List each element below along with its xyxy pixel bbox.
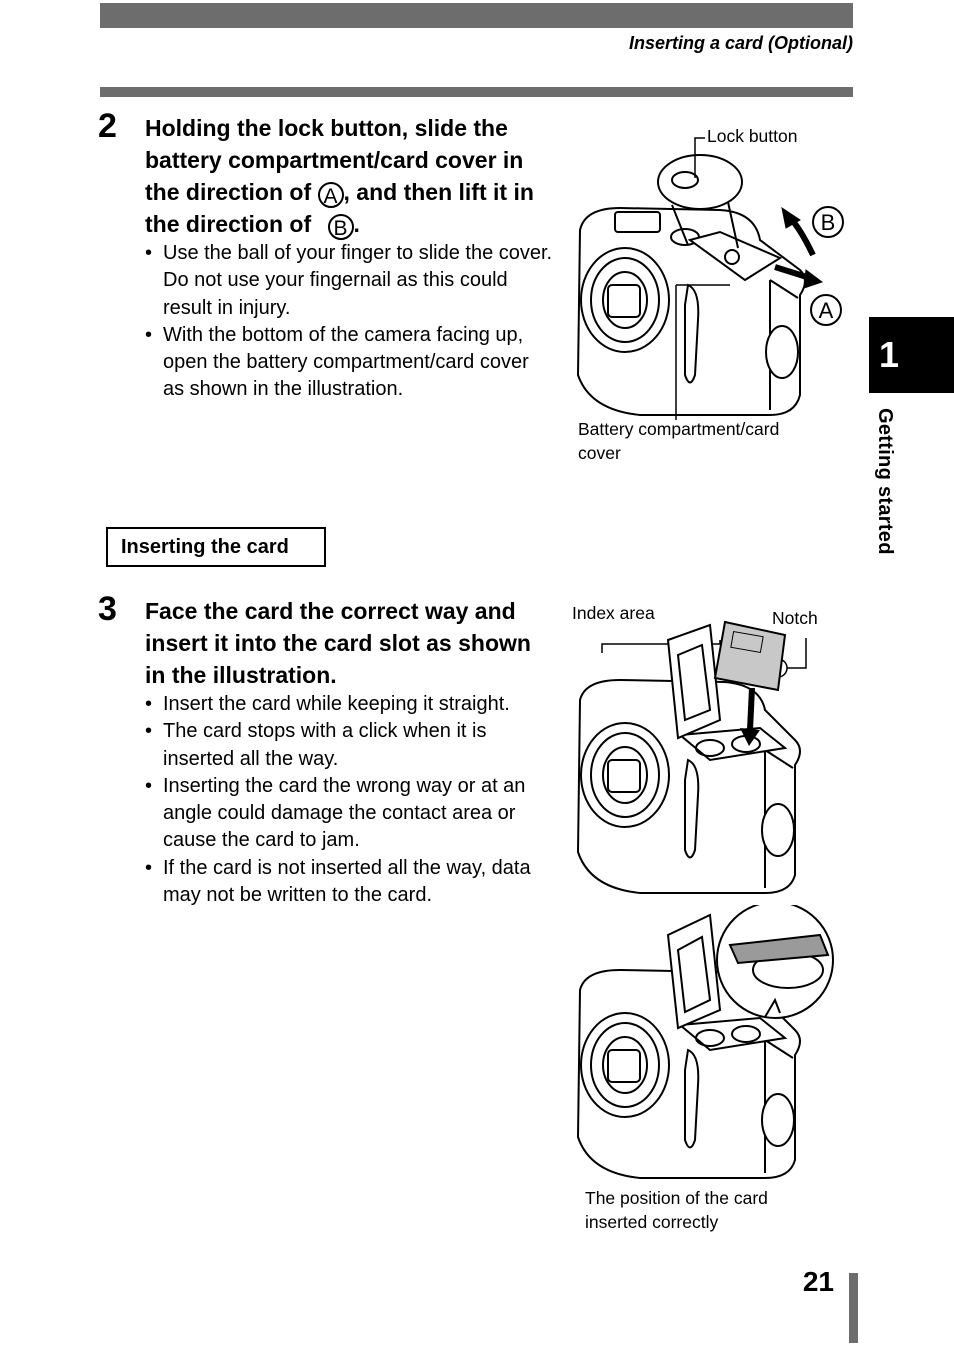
- figure-insert-card: [576, 620, 807, 894]
- list-item: If the card is not inserted all the way,…: [145, 855, 550, 910]
- separator-bar: [100, 87, 853, 97]
- step-2-title-part-1: Holding the lock button, slide the batte…: [145, 115, 524, 205]
- figure-marker-a: A: [819, 298, 834, 323]
- figure-card-inserted: [576, 905, 834, 1179]
- list-item: With the bottom of the camera facing up,…: [145, 322, 555, 404]
- figure-marker-b: B: [821, 210, 836, 235]
- notch-label: Notch: [772, 608, 818, 628]
- page-number: 21: [802, 1266, 834, 1297]
- list-item: Use the ball of your finger to slide the…: [145, 240, 555, 322]
- step-2-number: 2: [98, 107, 117, 145]
- step-3-block: Face the card the correct way and insert…: [145, 595, 550, 909]
- inserted-caption-line-1: The position of the card: [585, 1188, 768, 1208]
- lock-button-label: Lock button: [707, 126, 798, 146]
- figure-open-cover: B A: [576, 137, 844, 420]
- cover-label-line-1: Battery compartment/card: [578, 419, 780, 439]
- list-item: Inserting the card the wrong way or at a…: [145, 773, 550, 855]
- chapter-tab: [869, 317, 954, 393]
- index-area-label: Index area: [572, 603, 655, 623]
- page-bar: [849, 1273, 858, 1343]
- step-2-bullets: Use the ball of your finger to slide the…: [145, 240, 555, 404]
- running-title: Inserting a card (Optional): [628, 33, 853, 53]
- cover-label-line-2: cover: [578, 442, 621, 463]
- marker-a-icon: A: [317, 182, 344, 208]
- step-3-number: 3: [98, 590, 117, 628]
- section-title-box: Inserting the card: [106, 527, 326, 567]
- header-bar: [100, 3, 853, 28]
- marker-b-icon: B: [327, 214, 354, 240]
- step-2-title-part-2: , and then lift it in the direction of: [145, 179, 534, 237]
- step-2-title-part-3: .: [353, 211, 360, 237]
- list-item: Insert the card while keeping it straigh…: [145, 691, 550, 719]
- cover-label: Battery compartment/card cover: [578, 418, 779, 465]
- step-3-bullets: Insert the card while keeping it straigh…: [145, 691, 550, 909]
- chapter-number: 1: [878, 334, 900, 375]
- step-3-title: Face the card the correct way and insert…: [145, 598, 531, 688]
- step-2-title: Holding the lock button, slide the batte…: [145, 112, 555, 240]
- list-item: The card stops with a click when it is i…: [145, 718, 550, 773]
- step-2-block: Holding the lock button, slide the batte…: [145, 112, 555, 404]
- chapter-label: Getting started: [874, 408, 896, 555]
- inserted-caption-line-2: inserted correctly: [585, 1211, 719, 1232]
- inserted-caption: The position of the card inserted correc…: [585, 1187, 768, 1234]
